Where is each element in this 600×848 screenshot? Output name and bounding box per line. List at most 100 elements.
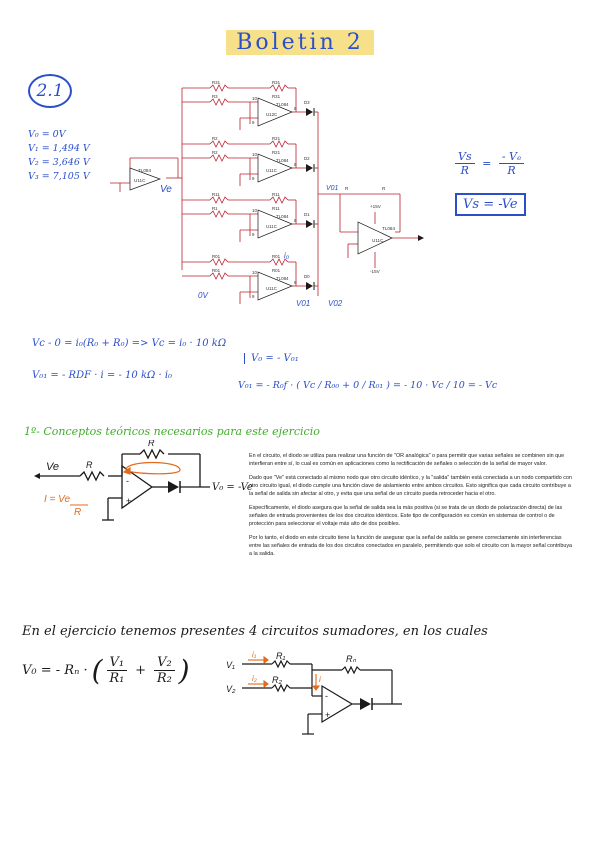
opamp-label: TL084 (276, 102, 289, 107)
eq1-rhs-num: - Vₑ (498, 150, 525, 164)
buffer-label: TL084 (138, 168, 151, 173)
opamp-label: TL084 (276, 214, 289, 219)
opamp-label: TL084 (276, 158, 289, 163)
derivation-line-1: Vc - 0 = i₀(R₀ + R₀) => Vc = i₀ · 10 kΩ (32, 338, 227, 349)
formula-t2-den: R₂ (156, 671, 172, 686)
buffer-label-2: U11C (134, 178, 146, 183)
stage-2 (182, 140, 318, 186)
opamp-label: TL084 (276, 276, 289, 281)
resistor-label: R21 (272, 150, 281, 155)
resistor-label: R2 (212, 150, 218, 155)
opamp-label: U11C (266, 224, 277, 229)
voltage-values: V₀ = 0V V₁ = 1,494 V V₂ = 3,646 V V₃ = 7… (28, 128, 90, 184)
bc-rf: Rₙ (346, 654, 356, 664)
vdo-handwritten: V01 (326, 185, 339, 192)
small-circuit: R Ve R - + I = Ve R (34, 440, 210, 521)
bc-i2: i₂ (252, 674, 257, 683)
derivation-line-2: V₀₁ = - RDF · i = - 10 kΩ · i₀ (32, 370, 173, 381)
small-ve: Ve (46, 461, 59, 473)
ov-handwritten: 0V (198, 291, 208, 300)
pin-label: 10 (252, 96, 257, 101)
resistor-label: R31 (272, 94, 281, 99)
bc-v2: V₂ (226, 684, 236, 694)
section-heading: 1º- Conceptos teóricos necesarios para e… (24, 425, 320, 438)
eq1-rhs-den: R (507, 164, 516, 177)
bottom-circuit: V₁ V₂ R₁ R₂ Rₙ i₁ i₂ i - + (226, 650, 402, 735)
out-r-label: R (345, 186, 349, 191)
resistor-label: R21 (272, 136, 281, 141)
pin-label: 8 (294, 280, 297, 285)
resistor-label: R01 (272, 268, 281, 273)
value-v0: V₀ = 0V (28, 129, 66, 140)
bc-i1: i₁ (252, 650, 257, 659)
page-title: Boletin 2 (0, 30, 600, 55)
formula-plus: + (135, 663, 147, 678)
svg-text:-: - (325, 691, 328, 701)
value-v2: V₂ = 3,646 V (28, 157, 90, 168)
out-rf-label: R (382, 186, 386, 191)
resistor-label: R1 (212, 206, 218, 211)
small-i-den: R (74, 507, 81, 518)
ve-handwritten: Ve (160, 184, 172, 195)
resistor-label: R3 (212, 94, 218, 99)
eq1-lhs-den: R (460, 164, 469, 177)
stage-3 (182, 84, 318, 130)
pin-label: 8 (294, 106, 297, 111)
resistor-label: R31 (272, 80, 281, 85)
formula-t2: V₂ (154, 655, 175, 671)
pin-label: 9 (252, 232, 255, 237)
paragraph-2: Dado que "Ve" está conectado al mismo no… (249, 475, 572, 497)
supply-neg: -15V (370, 269, 381, 274)
svg-text:+: + (325, 710, 330, 720)
opamp-label: U11C (266, 168, 277, 173)
diode-label: D0 (304, 274, 310, 279)
supply-pos: +15V (370, 204, 382, 209)
small-vo: V₀ = -Ve (212, 482, 253, 493)
value-v1: V₁ = 1,494 V (28, 143, 90, 154)
svg-text:-: - (126, 476, 129, 486)
opamp-label: U12C (266, 112, 277, 117)
pin-label: 10 (252, 270, 257, 275)
pin-label: 8 (294, 162, 297, 167)
stage-1 (182, 196, 318, 242)
out-opamp-label-2: U11C (372, 238, 384, 243)
pin-label: 9 (252, 176, 255, 181)
pin-label: 10 (252, 208, 257, 213)
bottom-statement: En el ejercicio tenemos presentes 4 circ… (22, 624, 488, 639)
explanation-text: En el circuito, el diodo se utiliza para… (249, 452, 573, 558)
io-handwritten: i₀ (284, 251, 290, 260)
diode-label: D2 (304, 156, 310, 161)
derivation-line-4: V₀₁ = - R₀f · ( Vc / R₀₀ + 0 / R₀₁ ) = -… (238, 380, 498, 391)
resistor-label: R11 (272, 206, 280, 211)
resistor-label: R31 (212, 80, 221, 85)
formula-t1-den: R₁ (109, 671, 125, 686)
bc-i: i (319, 675, 321, 684)
pin-label: 10 (252, 152, 257, 157)
pin-label: 9 (252, 294, 255, 299)
svg-text:+: + (126, 496, 131, 506)
small-r: R (86, 460, 93, 470)
bc-v1: V₁ (226, 660, 235, 670)
stage-0 (182, 258, 318, 304)
resistor-label: R11 (212, 192, 220, 197)
v02-handwritten: V02 (328, 299, 343, 308)
bottom-formula: V₀ = - Rₙ · ( V₁ R₁ + V₂ R₂ ) (22, 654, 190, 687)
pin-label: 8 (294, 218, 297, 223)
paragraph-1: En el circuito, el diodo se utiliza para… (249, 453, 565, 467)
derivation-line-3: V₀ = - V₀₁ (244, 353, 299, 364)
resistor-label: R01 (212, 268, 221, 273)
resistor-label: R2 (212, 136, 218, 141)
paragraph-4: Por lo tanto, el diodo en este circuito … (249, 535, 573, 557)
eq1-lhs-num: Vs (455, 150, 475, 164)
small-r-top: R (148, 440, 155, 448)
small-i-expr: I = Ve (44, 494, 70, 505)
paragraph-3: Específicamente, el diodo asegura que la… (249, 505, 563, 527)
bc-r1: R₁ (276, 651, 285, 661)
formula-lhs: V₀ = - Rₙ · (22, 663, 88, 678)
bc-r2: R₂ (272, 675, 282, 685)
opamp-label: U11C (266, 286, 277, 291)
exercise-label: 2.1 (28, 74, 72, 108)
resistor-label: R01 (212, 254, 221, 259)
out-opamp-label: TL084 (382, 226, 395, 231)
